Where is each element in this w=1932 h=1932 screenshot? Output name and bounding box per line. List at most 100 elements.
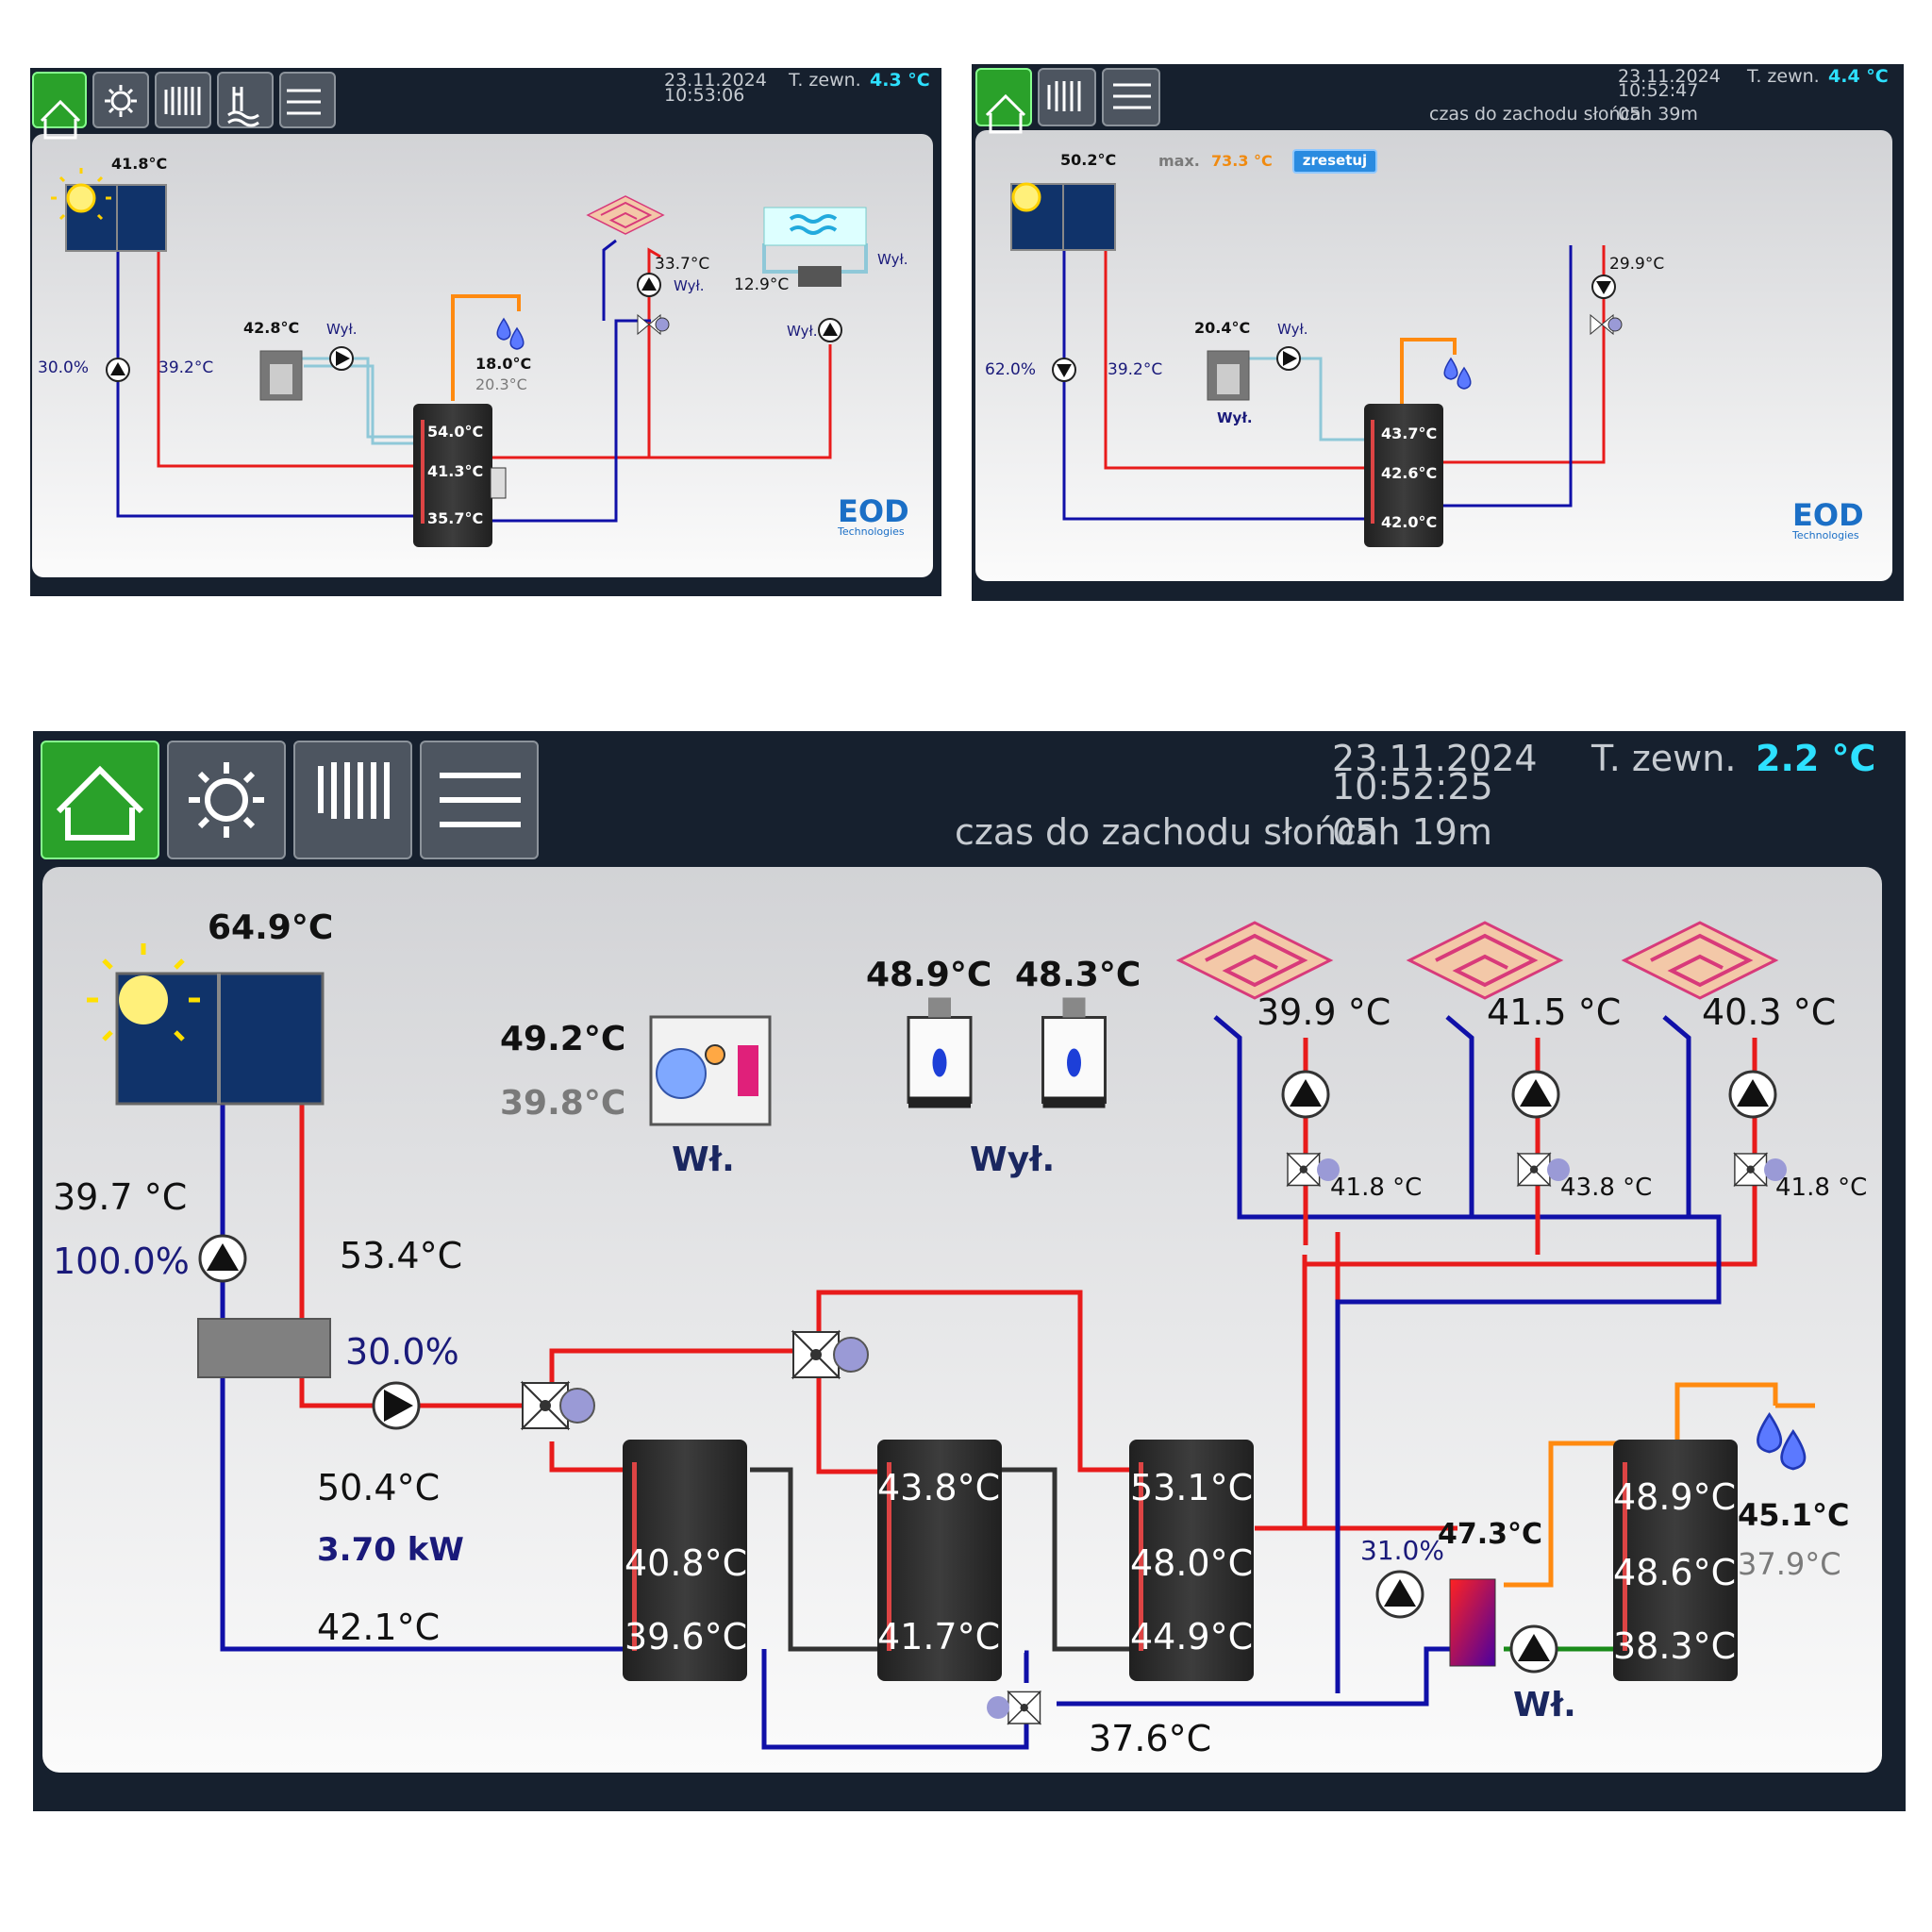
- s3-power: 3.70 kW: [317, 1531, 464, 1569]
- screen3-zone-valve-1: [1287, 1153, 1321, 1187]
- radiator-icon: [318, 762, 390, 819]
- heating-button[interactable]: [293, 741, 412, 859]
- s3-heat-pump-temp2: 39.8°C: [500, 1084, 626, 1123]
- s3-boilers-status: Wył.: [970, 1141, 1056, 1179]
- reset-button[interactable]: zresetuj: [1292, 149, 1377, 174]
- s1-dhw-temp2: 20.3°C: [475, 375, 527, 393]
- s3-dhw-pump-status: Wł.: [1513, 1686, 1576, 1724]
- radiator-icon: [164, 87, 201, 115]
- s1-floor-temp: 33.7°C: [655, 255, 710, 274]
- s3-tank2-top: 43.8°C: [877, 1467, 1001, 1508]
- screen3-pipes: [220, 1015, 1815, 1750]
- s3-zone2-mix: 43.8 °C: [1560, 1174, 1653, 1202]
- s3-dhw-temp: 45.1°C: [1738, 1497, 1850, 1533]
- outdoor-label: T. zewn.: [1591, 738, 1737, 779]
- s1-collector-temp: 41.8°C: [111, 155, 168, 173]
- screen1-floor-pump: [637, 273, 661, 297]
- s3-zone1-mix: 41.8 °C: [1330, 1174, 1423, 1202]
- screen2-floor-pump: [1591, 275, 1616, 299]
- outdoor-temp: 4.3 °C: [870, 70, 930, 91]
- s1-tank-top: 54.0°C: [427, 423, 484, 441]
- pool-icon: [227, 87, 259, 127]
- screen2-boiler-pump: [1276, 346, 1301, 371]
- screen1-pool-pump: [818, 318, 842, 342]
- s2-max-value: 73.3 °C: [1211, 152, 1273, 170]
- s1-pool-temp: 12.9°C: [734, 275, 790, 294]
- screen1-solar-collector: [51, 168, 167, 252]
- s1-floor-status: Wył.: [674, 277, 705, 294]
- screen3-dhw-drops: [1757, 1413, 1807, 1471]
- settings-button[interactable]: [279, 72, 336, 128]
- s3-tank1-mid: 40.8°C: [625, 1542, 748, 1584]
- s3-dhw-tank-mid: 48.6°C: [1613, 1552, 1737, 1593]
- s3-zone2-temp: 41.5 °C: [1487, 991, 1622, 1033]
- screen2-solar-pump: [1052, 358, 1076, 382]
- s3-collector-temp: 64.9°C: [208, 908, 334, 947]
- s1-logo-sub: Technologies: [838, 525, 905, 538]
- screen3-dhw-pump-2: [1509, 1624, 1558, 1674]
- screen1-pool: [763, 207, 867, 287]
- screen3-dhw-pump-1: [1375, 1570, 1424, 1619]
- s3-zone3-mix: 41.8 °C: [1775, 1174, 1868, 1202]
- heating-button[interactable]: [1038, 68, 1096, 126]
- screen3-zone-valve-2: [1517, 1153, 1551, 1187]
- heating-button[interactable]: [155, 72, 211, 128]
- s3-flow-temp: 50.4°C: [317, 1467, 441, 1508]
- s1-return-temp: 39.2°C: [158, 358, 214, 377]
- s2-pump-percent: 62.0%: [985, 360, 1037, 379]
- s2-collector-temp: 50.2°C: [1060, 151, 1117, 169]
- home-icon: [56, 765, 144, 841]
- pool-button[interactable]: [217, 72, 274, 128]
- screen3-valve-2: [792, 1331, 840, 1378]
- s1-tank-bottom: 35.7°C: [427, 509, 484, 527]
- screen3-dhw-heat-exchanger: [1449, 1578, 1496, 1667]
- screen2-tank: [1364, 404, 1443, 547]
- s3-hx-temp: 53.4°C: [340, 1235, 463, 1276]
- radiator-icon: [1047, 81, 1081, 111]
- s3-tank3-mid: 48.0°C: [1130, 1542, 1254, 1584]
- time: 10:52:25: [1332, 766, 1493, 808]
- s2-return-temp: 39.2°C: [1108, 360, 1163, 379]
- screen3-floor-coil-2: [1407, 921, 1562, 1000]
- outdoor-label: T. zewn.: [789, 70, 861, 91]
- sun-icon: [205, 778, 248, 822]
- s3-dhw-hx-temp: 47.3°C: [1438, 1518, 1543, 1551]
- screen1-floor-valve: [637, 313, 670, 336]
- outdoor-label: T. zewn.: [1747, 66, 1820, 87]
- s2-boiler-status-2: Wył.: [1217, 409, 1253, 426]
- screen3-boiler-1: [907, 996, 973, 1109]
- screen1-solar-pump: [106, 358, 130, 382]
- s3-dhw-tank-bottom: 38.3°C: [1613, 1625, 1737, 1667]
- s2-tank-bottom: 42.0°C: [1381, 513, 1438, 531]
- screen3-solar-pump: [198, 1234, 247, 1283]
- s2-floor-temp: 29.9°C: [1609, 255, 1665, 274]
- screen2-boiler: [1207, 350, 1250, 401]
- solar-button[interactable]: [92, 72, 149, 128]
- sunset-label: czas do zachodu słońca: [1429, 104, 1641, 125]
- outdoor-temp: 4.4 °C: [1828, 66, 1889, 87]
- s3-dhw-temp2: 37.9°C: [1738, 1546, 1841, 1582]
- time: 10:52:47: [1618, 80, 1699, 101]
- screen3-return-valve: [1008, 1690, 1041, 1724]
- home-icon: [985, 93, 1026, 134]
- s3-heat-pump-status: Wł.: [672, 1141, 735, 1179]
- s1-pump-percent: 30.0%: [38, 358, 90, 377]
- s3-boiler1-temp: 48.9°C: [866, 956, 992, 994]
- screen2-dhw-drops: [1443, 358, 1472, 390]
- s3-heat-pump-temp1: 49.2°C: [500, 1020, 626, 1058]
- screen1-boiler-pump: [329, 346, 354, 371]
- screen3-solar-collector: [87, 943, 325, 1106]
- s3-tank3-bottom: 44.9°C: [1130, 1616, 1254, 1657]
- screen3-zone-pump-3: [1728, 1070, 1777, 1119]
- settings-sliders-icon: [1113, 83, 1151, 109]
- screen3-floor-coil-1: [1177, 921, 1332, 1000]
- s2-boiler-temp: 20.4°C: [1194, 319, 1251, 337]
- outdoor-temp: 2.2 °C: [1756, 738, 1876, 779]
- screen1-dhw-drops: [496, 318, 525, 350]
- s3-dhw-tank-top: 48.9°C: [1613, 1476, 1737, 1518]
- s3-zone1-temp: 39.9 °C: [1257, 991, 1391, 1033]
- s2-tank-mid: 42.6°C: [1381, 464, 1438, 482]
- solar-button[interactable]: [167, 741, 286, 859]
- s2-logo: EOD: [1792, 497, 1864, 533]
